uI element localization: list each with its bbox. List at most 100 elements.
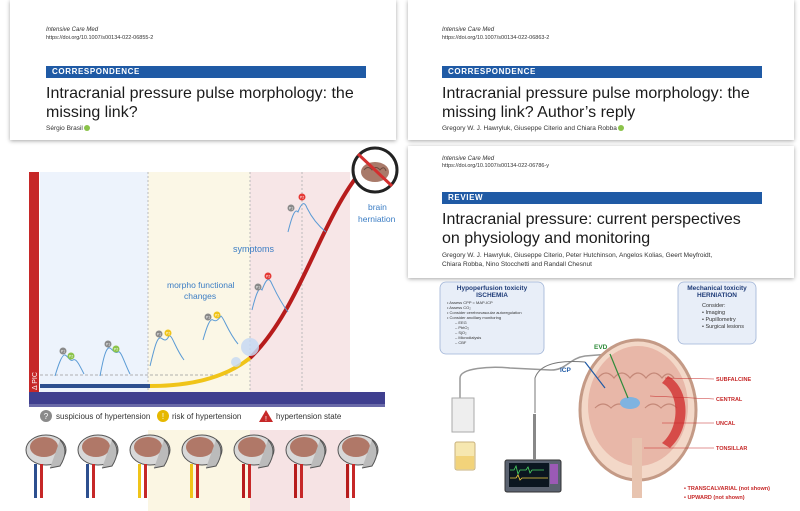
waveform-3 (149, 335, 185, 367)
icp-label: ICP (560, 367, 572, 374)
journal-name: Intensive Care Med (442, 27, 495, 33)
herniation-labels: SUBFALCINE CENTRAL UNCAL TONSILLAR (716, 377, 751, 452)
hypo-item: – CBF (455, 340, 467, 345)
note-upward: • UPWARD (not shown) (684, 495, 745, 501)
drainage-bag-icon (451, 397, 476, 471)
title-line-1: Intracranial pressure: current perspecti… (442, 211, 741, 228)
brain-cross-section-icon (578, 338, 698, 498)
legend-text-3: hypertension state (276, 412, 342, 421)
herniation-central: CENTRAL (716, 397, 743, 403)
marker-p2: P2 (266, 275, 270, 279)
section-ribbon: CORRESPONDENCE (442, 66, 762, 78)
orcid-icon[interactable] (83, 125, 90, 132)
marker-p2: P2 (300, 196, 304, 200)
legend: ? suspicious of hypertension ! risk of h… (40, 410, 342, 423)
legend-text-2: risk of hypertension (172, 412, 241, 421)
doi-link[interactable]: https://doi.org/10.1007/s00134-022-06855… (46, 35, 154, 41)
article-title: Intracranial pressure pulse morphology: … (46, 84, 354, 122)
icp-catheter (584, 361, 606, 389)
marker-p1: P1 (256, 286, 260, 290)
section-ribbon: REVIEW (442, 192, 762, 204)
head-icon (285, 434, 327, 498)
evd-catheter (609, 353, 629, 399)
legend-warning-icon (157, 410, 169, 422)
zone-normal (40, 172, 148, 392)
icp-curve-red (248, 168, 364, 360)
herniation-tonsillar: TONSILLAR (716, 446, 747, 452)
author-list: Sérgio Brasil (46, 125, 90, 132)
icp-curve-yellow (149, 356, 252, 388)
inflection-point-small (231, 357, 241, 367)
legend-question-icon (40, 410, 52, 422)
morpho-label-line2: changes (184, 291, 216, 301)
monitor-cable (534, 360, 586, 413)
correspondence-card-1: Intensive Care Med https://doi.org/10.10… (10, 0, 396, 140)
mechanical-box (677, 281, 757, 345)
head-icons-row (25, 434, 379, 498)
marker-p2: P2 (166, 332, 170, 336)
orcid-icon[interactable] (617, 125, 624, 132)
waveform-5 (251, 279, 289, 313)
legend-text-1: suspicious of hypertension (56, 412, 150, 421)
symptoms-label: symptoms (233, 244, 275, 254)
mech-item: • Surgical lesions (702, 324, 744, 330)
doi-link[interactable]: https://doi.org/10.1007/s00134-022-06786… (442, 163, 550, 169)
hypo-item: • Consider cerebrovascular autoregulatio… (447, 310, 522, 315)
marker-p1: P1 (289, 207, 293, 211)
waveform-4 (202, 315, 239, 345)
wave-markers: P1 P2 P1 P2 P1 P2 P1 P2 P1 P2 P1 P2 (59, 193, 306, 360)
author-list: Gregory W. J. Hawryluk, Giuseppe Citerio… (442, 125, 624, 132)
inflection-point (241, 338, 259, 356)
journal-name: Intensive Care Med (442, 156, 495, 162)
article-title: Intracranial pressure pulse morphology: … (442, 84, 750, 122)
head-icon (181, 434, 223, 498)
hypo-item: – PbtO₂ (455, 325, 469, 330)
journal-name: Intensive Care Med (46, 27, 99, 33)
head-icon (25, 434, 67, 498)
title-line-2: missing link? (46, 104, 138, 121)
herniation-label-line2: herniation (358, 214, 396, 224)
note-transcalvarial: • TRANSCALVARIAL (not shown) (684, 486, 770, 492)
marker-p2: P2 (114, 348, 118, 352)
mech-title-2: HERNIATION (697, 292, 737, 299)
legend-symbol-2: ! (162, 412, 164, 421)
herniation-region (662, 376, 686, 448)
marker-p1: P1 (61, 350, 65, 354)
legend-symbol-3: ! (265, 416, 267, 423)
head-icon (77, 434, 119, 498)
marker-p1: P1 (157, 333, 161, 337)
hypo-item: – Microdialysis (455, 335, 481, 340)
hypo-item: • Assess CO₂ (447, 305, 471, 310)
marker-p2: P2 (215, 314, 219, 318)
marker-p2: P2 (69, 355, 73, 359)
icp-curve-figure: Δ PIC P1 P2 P1 P2 P1 P2 P1 P2 P1 P2 P1 P… (25, 146, 399, 511)
mech-consider: Consider: (702, 303, 726, 309)
title-line-1: Intracranial pressure pulse morphology: … (442, 85, 750, 102)
herniation-subfalcine: SUBFALCINE (716, 377, 751, 383)
marker-p1: P1 (206, 316, 210, 320)
mech-item: • Pupillometry (702, 317, 736, 323)
hypo-item: – EEG (455, 320, 467, 325)
marker-p1: P1 (106, 343, 110, 347)
doi-link[interactable]: https://doi.org/10.1007/s00134-022-06863… (442, 35, 550, 41)
author-list: Gregory W. J. Hawryluk, Giuseppe Citerio… (442, 251, 712, 269)
hypo-item: • Consider ancillary monitoring (447, 315, 501, 320)
morpho-label-line1: morpho functional (167, 280, 235, 290)
legend-symbol-1: ? (44, 412, 49, 421)
evd-label: EVD (594, 344, 608, 351)
drain-tubing (459, 353, 611, 408)
authors-text: Gregory W. J. Hawryluk, Giuseppe Citerio… (442, 125, 617, 132)
hypo-title-2: ISCHEMIA (476, 292, 508, 299)
zone-suspicious (148, 172, 250, 392)
icp-monitoring-figure: Hypoperfusion toxicity ISCHEMIA • Assess… (439, 281, 770, 501)
x-axis-band-light (29, 404, 385, 407)
mech-item: • Imaging (702, 310, 725, 316)
hypoperfusion-box (439, 281, 545, 355)
review-card: Intensive Care Med https://doi.org/10.10… (408, 146, 794, 278)
section-ribbon: CORRESPONDENCE (46, 66, 366, 78)
mech-title-1: Mechanical toxicity (687, 285, 747, 292)
brain-no-sign-icon (351, 146, 399, 194)
hypo-title-1: Hypoperfusion toxicity (457, 285, 528, 292)
legend-alert-icon (259, 410, 273, 422)
hypo-item: – SjO₂ (455, 330, 467, 335)
